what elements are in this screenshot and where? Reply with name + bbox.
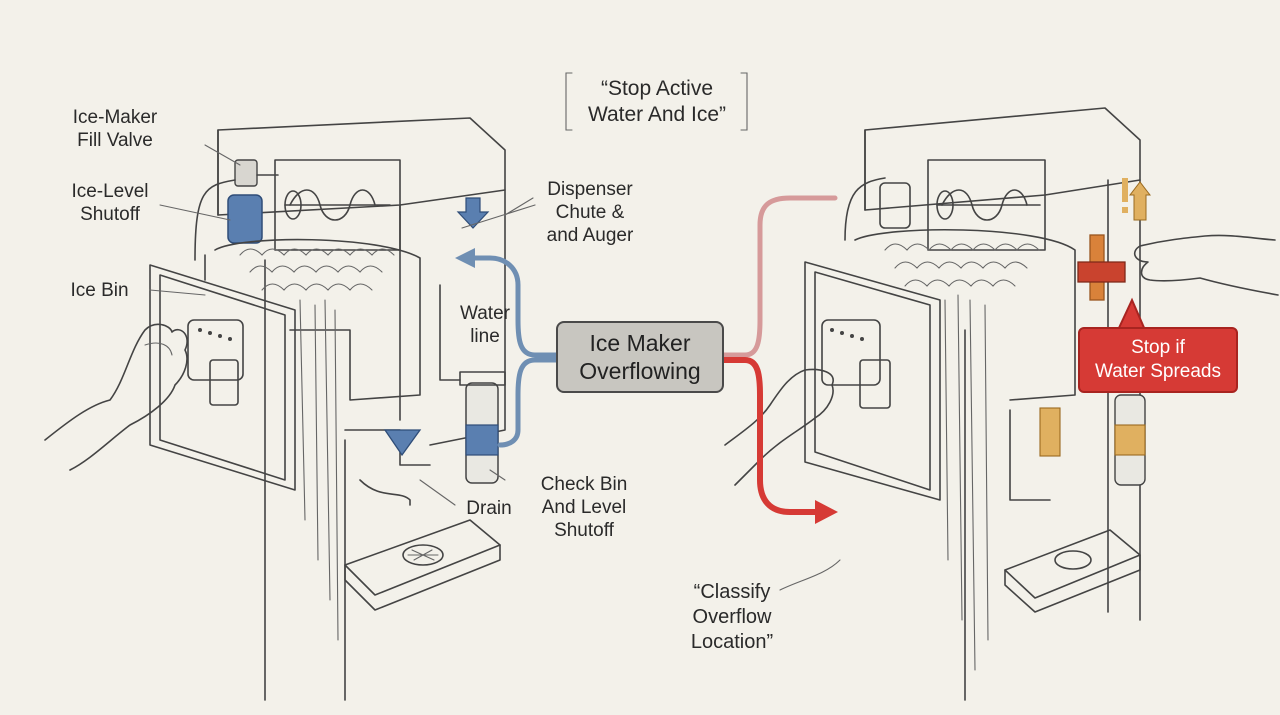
stop-if-line1: Stop if [1131, 337, 1185, 358]
water-line-label-line2: line [470, 326, 500, 347]
level-shutoff-label-line1: Ice-Level [71, 181, 149, 202]
check-bin-label-line1: Check Bin [540, 474, 628, 495]
dispenser-label-line3: and Auger [546, 225, 634, 246]
classify-quote-line2: Overflow [692, 606, 772, 628]
fill-valve-label-line1: Ice-Maker [72, 107, 158, 128]
check-bin-label: Check Bin And Level Shutoff [525, 473, 643, 542]
stop-if-water-spreads-callout: Stop if Water Spreads [1078, 327, 1238, 393]
auger-icon [284, 189, 391, 221]
center-node-line1: Ice Maker [589, 330, 691, 356]
fill-valve-icon [194, 159, 279, 261]
classify-quote: “Classify Overflow Location” [672, 580, 792, 655]
right-filter-icon [1114, 394, 1146, 486]
drain-label: Drain [466, 498, 512, 519]
drain-funnel-icon [383, 429, 422, 457]
check-bin-label-line3: Shutoff [554, 520, 614, 541]
stop-active-quote-line2: Water And Ice” [587, 103, 727, 126]
level-shutoff-label: Ice-Level Shutoff [60, 180, 160, 226]
stop-if-line2: Water Spreads [1094, 361, 1221, 382]
dispenser-label-line2: Chute & [555, 202, 625, 223]
level-shutoff-label-line2: Shutoff [80, 204, 140, 225]
right-hand-icon [724, 368, 834, 486]
classify-quote-line3: Location” [690, 631, 774, 653]
drain-tray-icon [344, 519, 501, 611]
warning-arrow-icon [1122, 178, 1152, 221]
right-ice-maker-unit [724, 107, 1279, 701]
left-hand-icon [44, 323, 188, 471]
shutoff-hand-icon [1133, 234, 1279, 296]
check-bin-label-line2: And Level [541, 497, 627, 518]
flow-connectors [455, 195, 1147, 524]
water-line-label: Water line [450, 302, 520, 348]
leader-lines [149, 72, 841, 591]
left-ice-maker-unit [44, 117, 506, 701]
shutoff-valve-icon [1077, 234, 1126, 301]
dispenser-label: Dispenser Chute & and Auger [535, 178, 645, 247]
red-arrow-icon [815, 500, 838, 524]
classify-quote-line1: “Classify [693, 581, 771, 603]
dispenser-label-line1: Dispenser [547, 179, 633, 200]
fill-valve-label-line2: Fill Valve [77, 130, 153, 151]
level-shutoff-icon [227, 194, 263, 244]
right-dispenser-door [804, 261, 941, 501]
ice-bin-label: Ice Bin [70, 280, 129, 301]
left-dispenser-door [149, 264, 296, 491]
ice-bin-icon [214, 238, 421, 401]
water-filter-icon [459, 371, 506, 484]
blue-arrow-icon [455, 248, 475, 268]
fill-valve-label: Ice-Maker Fill Valve [60, 106, 170, 152]
center-node-line2: Overflowing [579, 358, 701, 384]
stop-active-quote: “Stop Active Water And Ice” [570, 76, 744, 128]
center-node-ice-maker-overflowing: Ice Maker Overflowing [556, 321, 724, 393]
water-line-label-line1: Water [460, 303, 510, 324]
chute-down-arrow-icon [456, 197, 490, 229]
right-auger-icon [936, 189, 1041, 221]
stop-active-quote-line1: “Stop Active [600, 77, 714, 100]
right-drain-tray-icon [1004, 529, 1141, 613]
